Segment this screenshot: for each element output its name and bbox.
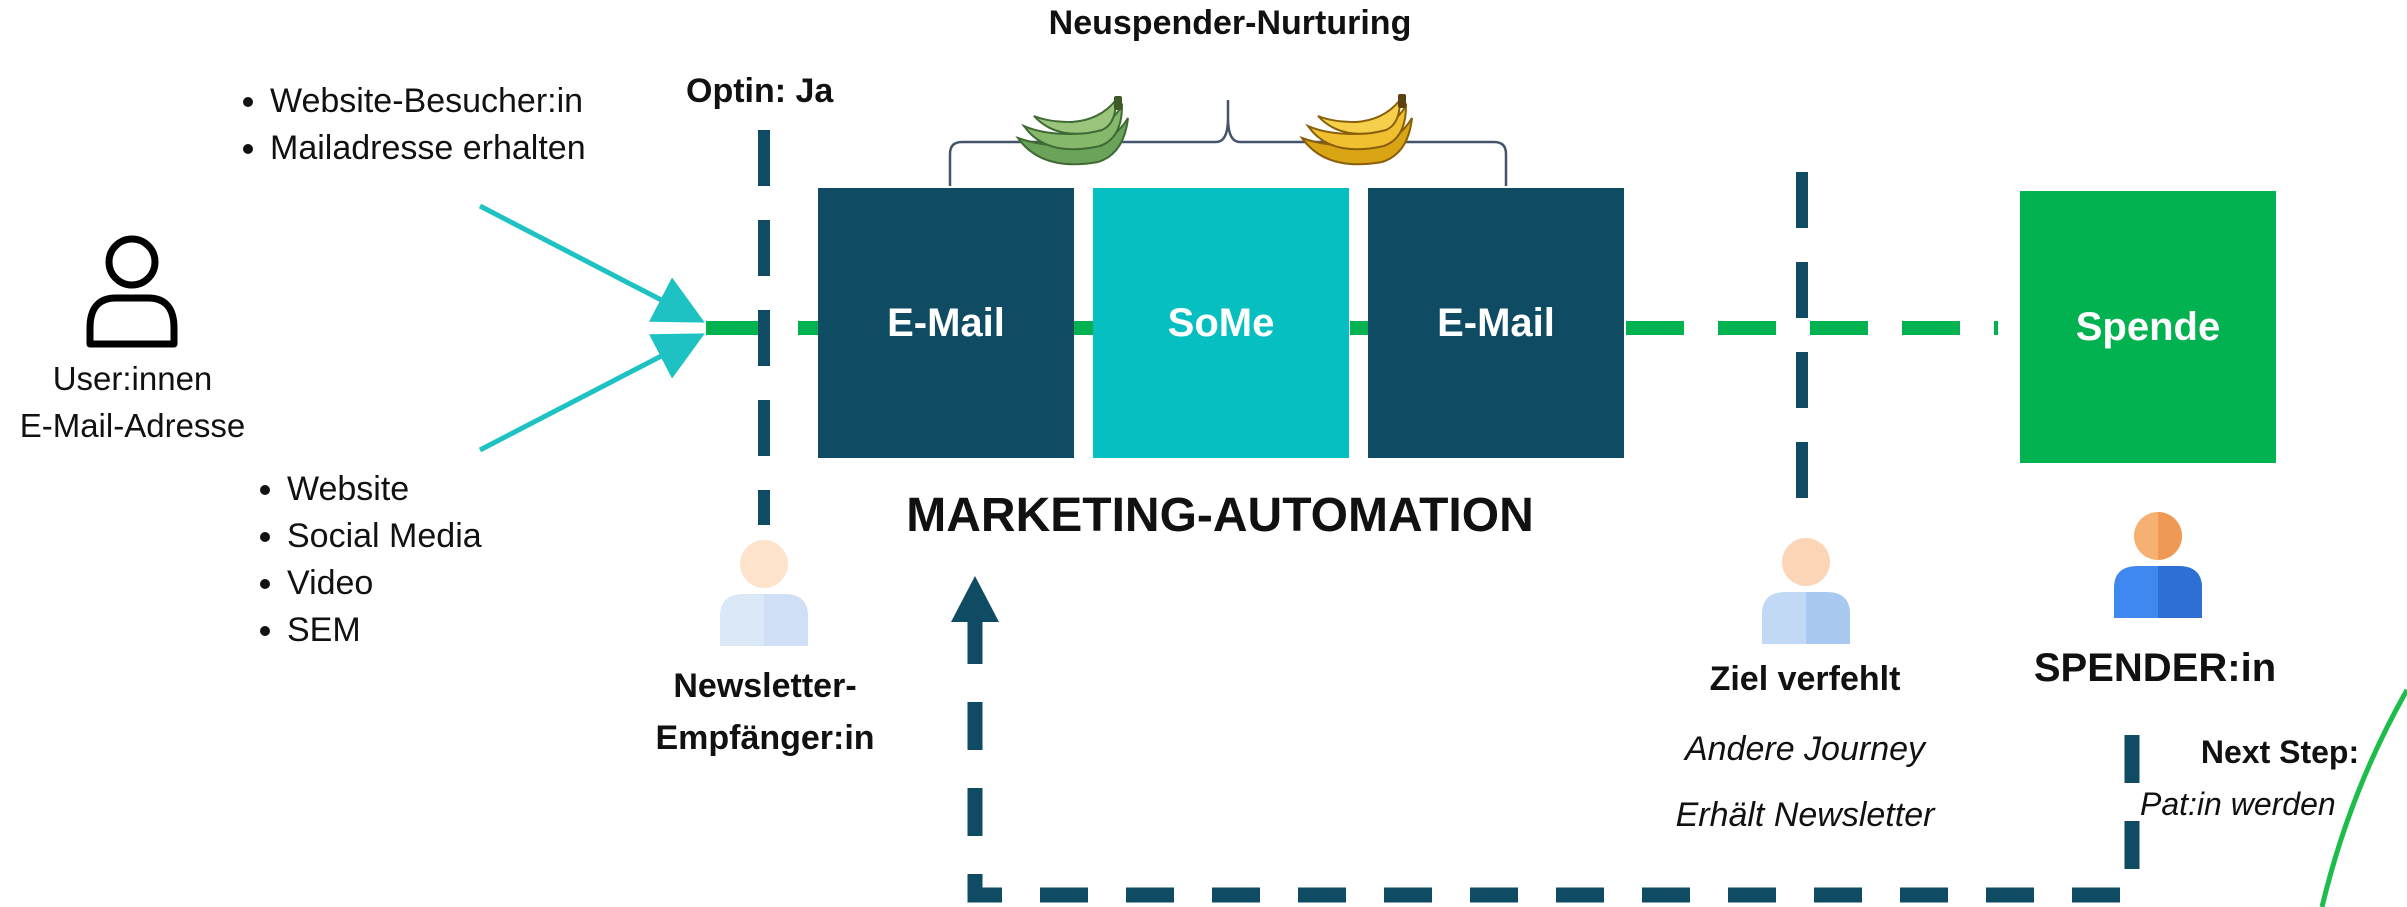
next-step-title: Next Step: — [2200, 734, 2360, 770]
person-icon — [1762, 538, 1850, 644]
page-title: Neuspender-Nurturing — [1048, 4, 1412, 42]
user-label: User:innen E-Mail-Adresse — [0, 355, 265, 449]
spender-label: SPENDER:in — [2033, 646, 2277, 690]
email-box-2: E-Mail — [1368, 188, 1624, 458]
person-icon — [2114, 512, 2202, 618]
ziel-line2: Erhält Newsletter — [1675, 796, 1935, 834]
source-list-top: Website-Besucher:in Mailadresse erhalten — [234, 78, 586, 172]
source-list-bottom: Website Social Media Video SEM — [251, 466, 482, 654]
email-box-2-label: E-Mail — [1437, 300, 1555, 345]
green-banana-icon — [1015, 96, 1129, 166]
user-label-line1: User:innen — [52, 360, 213, 397]
some-box-label: SoMe — [1167, 300, 1275, 345]
decor-arc — [2319, 688, 2407, 907]
list-item: Video — [287, 560, 482, 607]
ziel-title: Ziel verfehlt — [1709, 660, 1901, 698]
list-item: SEM — [287, 607, 482, 654]
automation-label: MARKETING-AUTOMATION — [906, 489, 1534, 542]
list-item: Mailadresse erhalten — [270, 125, 586, 172]
yellow-banana-icon — [1299, 94, 1413, 166]
list-item: Social Media — [287, 513, 482, 560]
next-step-text: Pat:in werden — [2140, 786, 2336, 822]
optin-label: Optin: Ja — [686, 72, 834, 110]
list-item: Website-Besucher:in — [270, 78, 586, 125]
some-box: SoMe — [1093, 188, 1349, 458]
person-icon — [720, 540, 808, 646]
newsletter-label-line1: Newsletter- — [673, 667, 857, 705]
email-box-1: E-Mail — [818, 188, 1074, 458]
user-label-line2: E-Mail-Adresse — [19, 407, 246, 444]
arrow-top — [478, 203, 705, 323]
newsletter-label-line2: Empfänger:in — [655, 719, 875, 757]
nurturing-brace — [948, 100, 1508, 186]
email-box-1-label: E-Mail — [887, 300, 1005, 345]
user-outline-icon — [86, 235, 178, 348]
spende-box: Spende — [2020, 191, 2276, 463]
ziel-line1: Andere Journey — [1684, 730, 1926, 768]
newsletter-label: Newsletter- Empfänger:in — [620, 660, 910, 764]
spende-box-label: Spende — [2075, 304, 2221, 349]
feedback-arrowhead — [951, 576, 999, 622]
arrow-bottom — [478, 333, 705, 453]
list-item: Website — [287, 466, 482, 513]
